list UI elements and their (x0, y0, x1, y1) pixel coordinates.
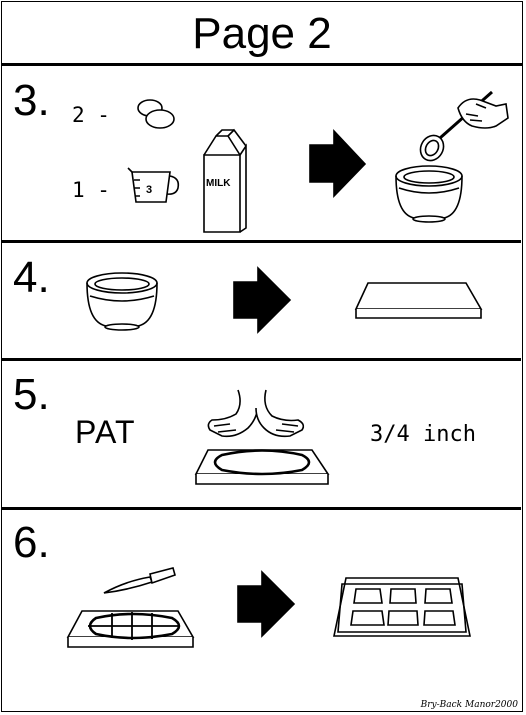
dough-icon (213, 449, 311, 476)
cup-label: 3 (146, 184, 152, 196)
step-6-number: 6. (13, 518, 50, 567)
egg-icon (137, 99, 175, 129)
board-icon (354, 282, 483, 319)
egg-quantity: 2 - (72, 103, 110, 127)
pat-instruction: PAT (75, 414, 136, 450)
baking-tray-icon (333, 577, 471, 637)
carton-label: MILK (206, 178, 231, 189)
title-box: Page 2 (2, 2, 522, 66)
milk-quantity: 1 - (72, 178, 110, 202)
divider-step-4-5 (1, 358, 521, 361)
credit-text: Bry-Back Manor2000 (420, 700, 518, 710)
measuring-cup-icon: 3 (127, 167, 180, 203)
knife-icon (103, 567, 176, 594)
thickness-measure: 3/4 inch (370, 422, 476, 447)
cut-dough-icon (88, 612, 181, 640)
arrow-right-icon (237, 570, 296, 638)
step-3-number: 3. (13, 76, 50, 125)
hands-icon (207, 389, 305, 438)
mixing-bowl-icon (395, 165, 463, 223)
spoon-hand-icon (419, 90, 509, 162)
arrow-right-icon (233, 266, 292, 334)
arrow-right-icon (309, 128, 367, 198)
step-5-number: 5. (13, 370, 50, 419)
step-4-number: 4. (13, 253, 50, 302)
milk-carton-icon: MILK (203, 128, 247, 233)
page-title: Page 2 (192, 9, 332, 58)
divider-step-3-4 (1, 240, 521, 243)
divider-step-5-6 (1, 507, 521, 510)
mixing-bowl-icon (86, 272, 158, 331)
